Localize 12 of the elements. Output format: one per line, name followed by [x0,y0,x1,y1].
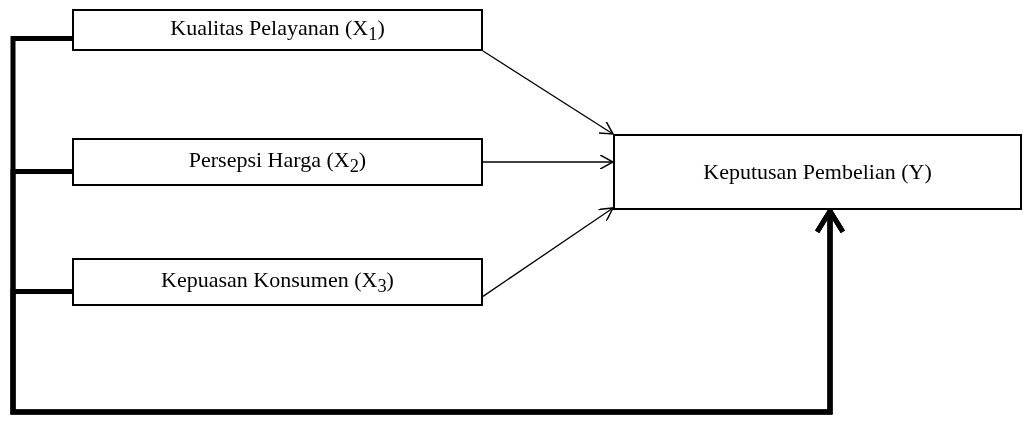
variable-box [72,9,483,51]
arrow [482,50,614,135]
variable-label: Kepuasan Konsumen (X$_{3}$) [161,266,394,298]
variable-label: Persepsi Harga (X$_{2}$) [188,146,367,178]
arrow [482,207,614,298]
variable-box [613,134,1022,210]
variable-box [72,138,483,186]
variable-label: Keputusan Pembelian (Y) [703,159,932,185]
bracket-arrow [10,208,846,415]
arrow [482,154,614,170]
variable-box [72,258,483,306]
variable-label: Kualitas Pelayanan (X$_{1}$) [170,14,385,46]
